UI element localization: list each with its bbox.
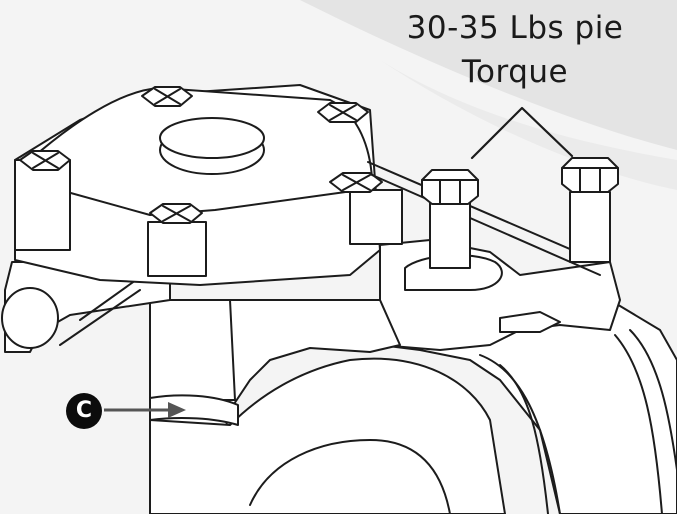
right-flange-slot bbox=[499, 311, 561, 333]
torque-callout-lines bbox=[470, 106, 574, 160]
torque-bolt-right bbox=[561, 157, 619, 263]
callout-badge: C bbox=[66, 393, 102, 429]
lug-front-right bbox=[349, 189, 403, 245]
torque-spec-line1: 30-35 Lbs pie bbox=[406, 10, 624, 46]
tie-rod bbox=[367, 161, 601, 276]
lower-body-arc-inner bbox=[499, 364, 549, 514]
bolt-head-2 bbox=[317, 102, 369, 123]
background-swoosh bbox=[300, 0, 677, 150]
right-tube bbox=[629, 329, 677, 471]
flange-hole bbox=[1, 287, 59, 349]
torque-spec-label: 30-35 Lbs pie Torque bbox=[380, 6, 650, 94]
lower-dome bbox=[149, 357, 506, 514]
stem bbox=[149, 299, 236, 401]
inner-dome bbox=[249, 439, 451, 514]
callout-arrow bbox=[104, 402, 186, 418]
torque-bolt-left bbox=[421, 169, 479, 269]
lug-front-left bbox=[147, 221, 207, 277]
stem-collar bbox=[149, 394, 239, 426]
torque-spec-line2: Torque bbox=[461, 54, 569, 90]
lower-body-arc bbox=[479, 354, 561, 514]
bolt-head-4 bbox=[329, 172, 383, 193]
bolt-head-1 bbox=[141, 86, 193, 107]
center-boss-top bbox=[159, 117, 265, 159]
lug-left bbox=[14, 159, 71, 251]
bolt-head-5 bbox=[149, 203, 203, 224]
bolt-head-3 bbox=[19, 150, 71, 171]
right-tube-inner bbox=[614, 334, 663, 514]
